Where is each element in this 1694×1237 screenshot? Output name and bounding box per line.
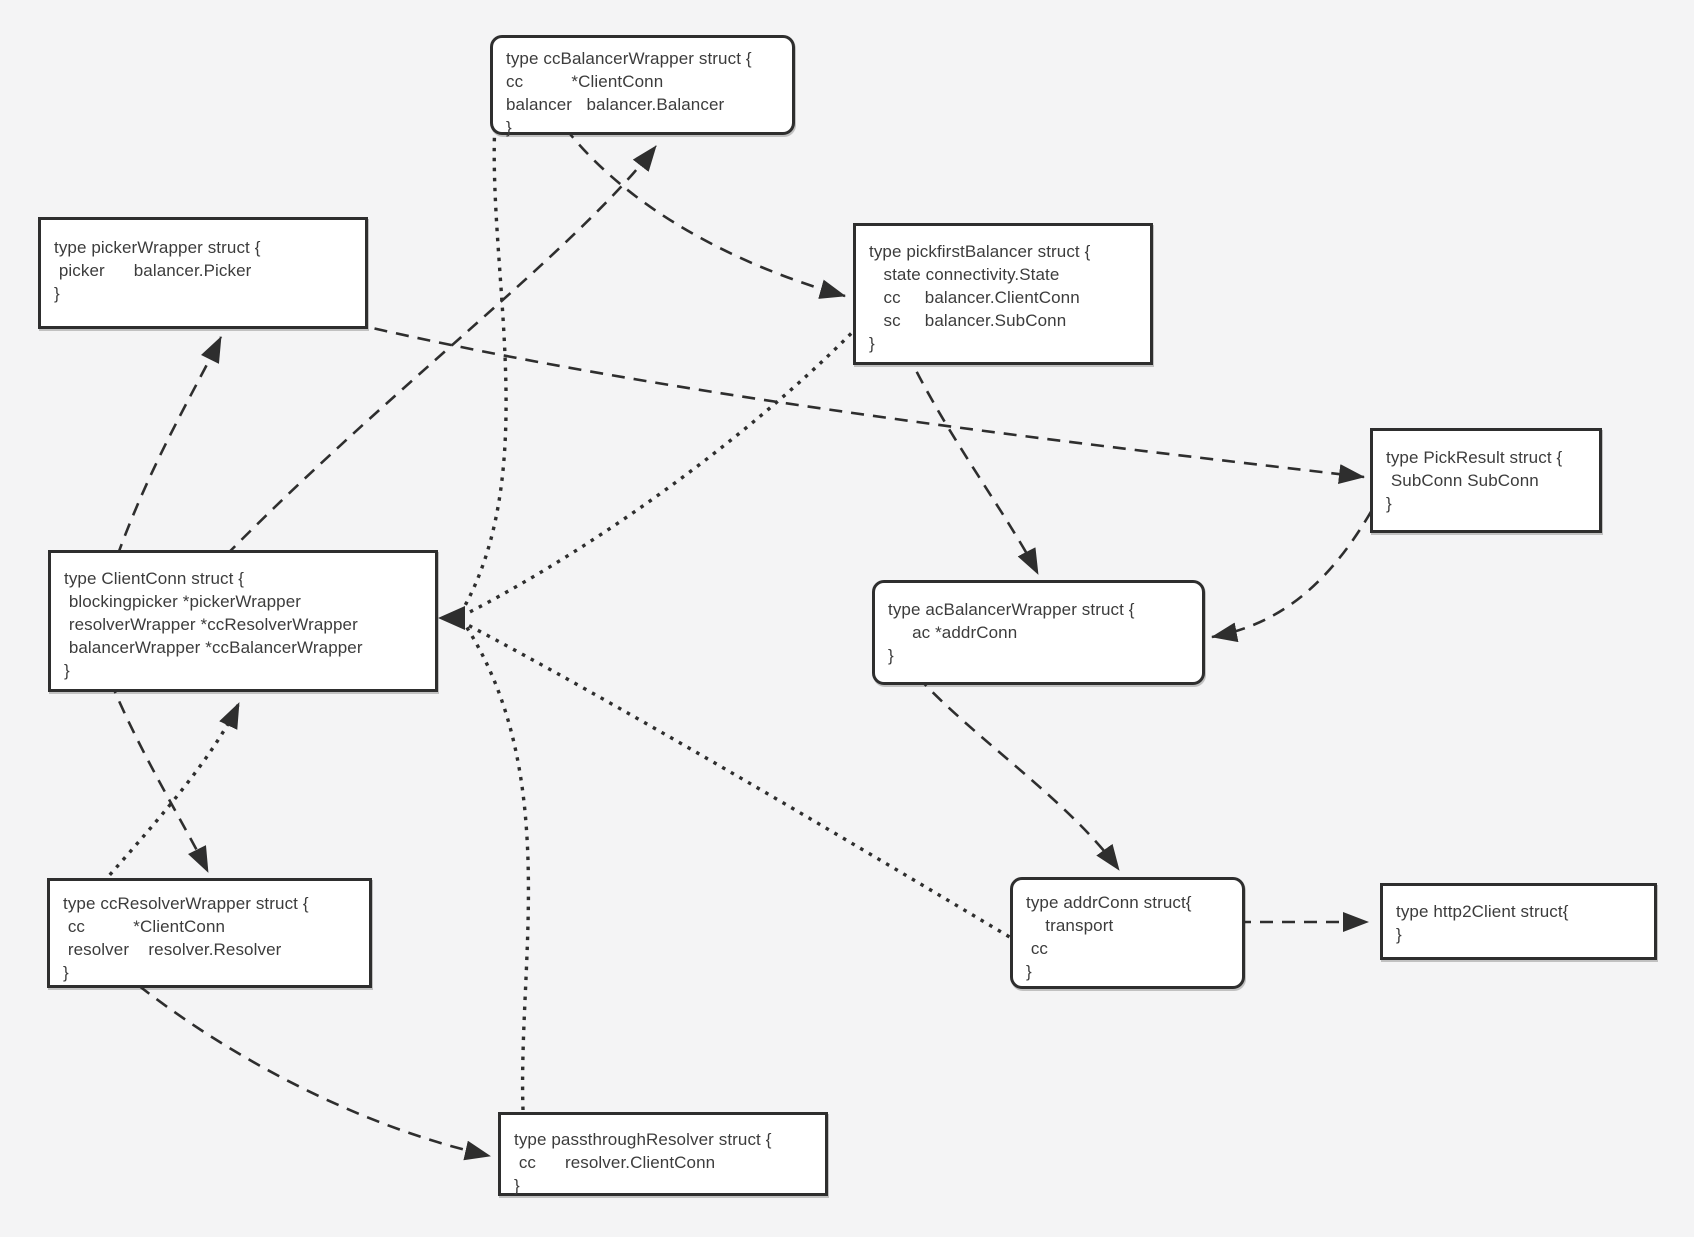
edge-passthroughResolver-cc-to-ClientConn [460,619,531,1111]
edge-ClientConn-resolverWrapper-to-ccResolverWrapper [93,639,210,873]
struct-line: cc *ClientConn [63,917,226,936]
edge-ccResolverWrapper-cc-to-ClientConn [68,702,241,922]
edge-acBalancerWrapper-ac-to-addrConn [901,659,1121,871]
edge-ccBalancerWrapper-cc-to-ClientConn [460,87,508,612]
edge-pickerWrapper-picker-to-PickResult [161,270,1365,485]
struct-box-pickfirstBalancer: type pickfirstBalancer struct { state co… [853,223,1153,365]
struct-line: } [514,1176,520,1195]
struct-line: type passthroughResolver struct { [514,1130,772,1149]
struct-line: resolver resolver.Resolver [63,940,282,959]
struct-line: blockingpicker *pickerWrapper [64,592,302,611]
struct-line: } [54,284,60,303]
edge-pickfirstBalancer-sc-to-acBalancerWrapper [896,331,1040,575]
struct-line: balancer balancer.Balancer [506,95,725,114]
edge-pickfirstBalancer-cc-to-ClientConn [463,310,874,617]
struct-line: type addrConn struct{ [1026,893,1192,912]
struct-line: balancerWrapper *ccBalancerWrapper [64,638,363,657]
struct-line: cc [1026,939,1049,958]
struct-line: type pickfirstBalancer struct { [869,242,1091,261]
struct-line: sc balancer.SubConn [869,311,1067,330]
struct-line: resolverWrapper *ccResolverWrapper [64,615,358,634]
struct-box-PickResult: type PickResult struct { SubConn SubConn… [1370,428,1602,533]
struct-line: SubConn SubConn [1386,471,1539,490]
struct-line: cc *ClientConn [506,72,664,91]
struct-line: type ClientConn struct { [64,569,245,588]
struct-line: } [888,646,894,665]
struct-line: type PickResult struct { [1386,448,1563,467]
struct-line: transport [1026,916,1114,935]
struct-line: } [869,334,875,353]
edge-ccResolverWrapper-resolver-to-passthroughResolver [104,957,491,1161]
struct-line: } [1396,925,1402,944]
struct-line: type pickerWrapper struct { [54,238,261,257]
struct-line: type http2Client struct{ [1396,902,1569,921]
struct-box-ClientConn: type ClientConn struct { blockingpicker … [48,550,438,692]
struct-line: } [506,118,512,137]
struct-line: type ccBalancerWrapper struct { [506,49,752,68]
struct-line: } [1386,494,1392,513]
struct-line: type ccResolverWrapper struct { [63,894,309,913]
struct-line: cc balancer.ClientConn [869,288,1080,307]
struct-box-pickerWrapper: type pickerWrapper struct { picker balan… [38,217,368,329]
struct-line: } [64,661,70,680]
struct-line: cc resolver.ClientConn [514,1153,716,1172]
struct-line: ac *addrConn [888,623,1018,642]
arrowhead-into-ClientConn [438,606,465,630]
struct-box-ccResolverWrapper: type ccResolverWrapper struct { cc *Clie… [47,878,372,988]
struct-line: } [63,963,69,982]
edge-ccBalancerWrapper-balancer-to-pickfirstBalancer [550,109,846,299]
struct-box-addrConn: type addrConn struct{ transport cc } [1010,877,1245,989]
struct-box-ccBalancerWrapper: type ccBalancerWrapper struct { cc *Clie… [490,35,795,137]
struct-box-acBalancerWrapper: type acBalancerWrapper struct { ac *addr… [872,580,1205,685]
struct-line: } [1026,962,1032,981]
edge-PickResult-to-acBalancerWrapper [1211,491,1384,643]
edge-addrConn-cc-to-ClientConn [463,621,1019,944]
struct-line: type acBalancerWrapper struct { [888,600,1135,619]
struct-box-http2Client: type http2Client struct{ } [1380,883,1657,960]
struct-line: state connectivity.State [869,265,1060,284]
struct-line: picker balancer.Picker [54,261,252,280]
struct-box-passthroughResolver: type passthroughResolver struct { cc res… [498,1112,828,1196]
